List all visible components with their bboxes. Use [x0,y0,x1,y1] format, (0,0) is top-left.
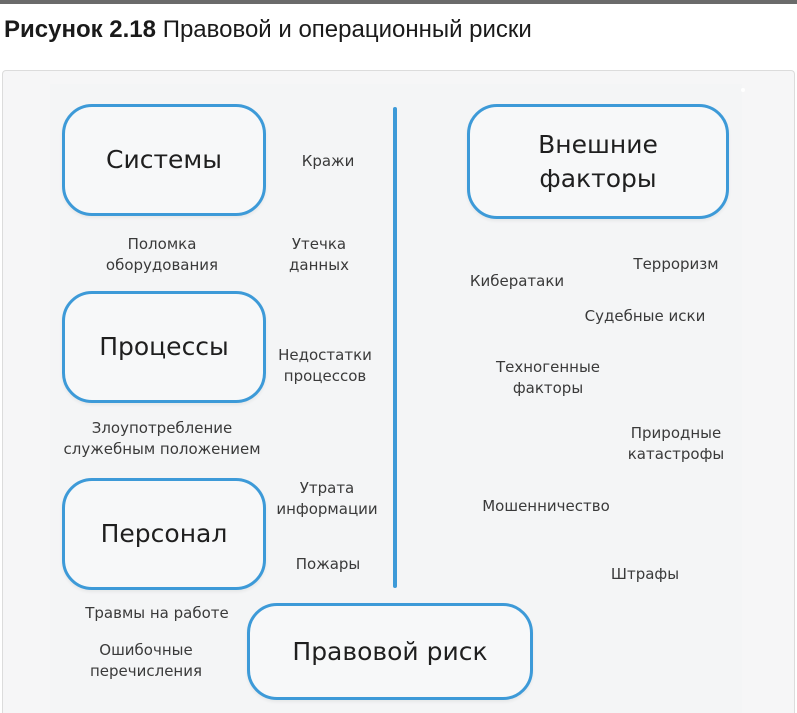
box-external-line2: факторы [539,163,657,193]
label-info-loss: Утрата информации [276,479,378,518]
vertical-divider [393,107,397,588]
label-data-leak: Утечка данных [289,235,349,274]
panel-dot [741,88,745,92]
box-systems: Системы [62,104,266,216]
box-legal-label: Правовой риск [292,636,488,666]
figure-number: Рисунок 2.18 [4,16,157,43]
box-external-line1: Внешние [538,129,658,159]
box-processes: Процессы [62,291,266,403]
figure-title: Рисунок 2.18 Правовой и операционный рис… [4,16,532,44]
label-technogenic-factors: Техногенные факторы [495,358,601,397]
label-equipment-failure: Поломка оборудования [105,235,219,274]
label-process-flaws: Недостатки процессов [278,346,372,385]
box-personnel: Персонал [62,478,266,590]
label-lawsuits: Судебные иски [584,307,706,325]
label-fires: Пожары [295,555,361,573]
box-processes-label: Процессы [99,332,229,361]
figure-caption: Правовой и операционный риски [162,16,532,43]
box-legal-risk: Правовой риск [247,603,533,700]
label-fines: Штрафы [610,565,680,583]
label-erroneous-transfers: Ошибочные перечисления [89,641,203,680]
label-cyberattacks: Кибератаки [469,272,565,290]
label-abuse-of-office: Злоупотребление служебным положением [63,419,261,458]
label-fraud: Мошенничество [482,497,610,515]
top-rule [0,0,797,4]
box-systems-label: Системы [106,145,222,174]
label-workplace-injuries: Травмы на работе [85,604,229,622]
box-external-factors: Внешние факторы [467,104,729,219]
label-natural-disasters: Природные катастрофы [627,424,725,463]
label-terrorism: Терроризм [633,255,719,273]
box-personnel-label: Персонал [100,519,228,548]
label-theft: Кражи [301,152,355,170]
